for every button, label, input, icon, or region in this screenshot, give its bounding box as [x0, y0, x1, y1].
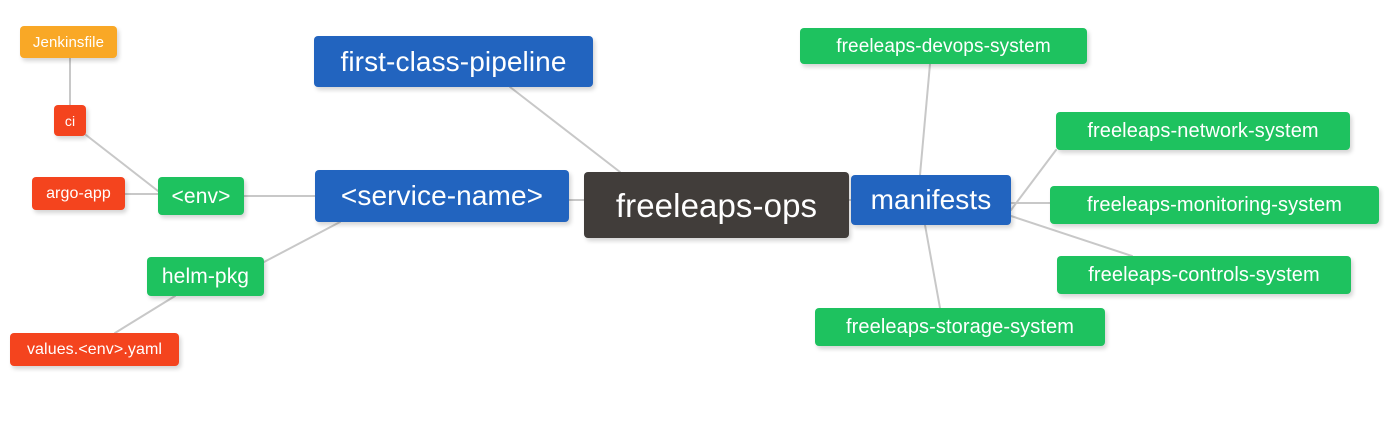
node-jenkinsfile[interactable]: Jenkinsfile	[20, 26, 117, 58]
node-label-freeleaps-ops: freeleaps-ops	[615, 186, 818, 224]
node-label-helm-pkg: helm-pkg	[161, 265, 250, 288]
node-manifests[interactable]: manifests	[851, 175, 1011, 225]
node-env[interactable]: <env>	[158, 177, 244, 215]
node-argo-app[interactable]: argo-app	[32, 177, 125, 210]
node-values-yaml[interactable]: values.<env>.yaml	[10, 333, 179, 366]
node-label-values-yaml: values.<env>.yaml	[26, 340, 163, 358]
node-freeleaps-devops-system[interactable]: freeleaps-devops-system	[800, 28, 1087, 64]
node-freeleaps-network-system[interactable]: freeleaps-network-system	[1056, 112, 1350, 150]
node-label-argo-app: argo-app	[46, 184, 111, 202]
node-service-name[interactable]: <service-name>	[315, 170, 569, 222]
node-ci[interactable]: ci	[54, 105, 86, 136]
edge-freeleaps-devops-system-to-manifests	[919, 63, 931, 176]
node-first-class-pipeline[interactable]: first-class-pipeline	[314, 36, 593, 87]
edge-first-class-pipeline-to-freeleaps-ops	[509, 86, 621, 173]
node-label-service-name: <service-name>	[340, 180, 544, 211]
edge-freeleaps-storage-system-to-manifests	[924, 224, 941, 309]
node-label-jenkinsfile: Jenkinsfile	[32, 33, 105, 51]
node-freeleaps-storage-system[interactable]: freeleaps-storage-system	[815, 308, 1105, 346]
node-label-freeleaps-network-system: freeleaps-network-system	[1087, 120, 1319, 142]
node-label-first-class-pipeline: first-class-pipeline	[340, 45, 567, 77]
node-label-freeleaps-devops-system: freeleaps-devops-system	[836, 35, 1051, 57]
edge-helm-pkg-to-service-name	[263, 221, 341, 263]
node-label-freeleaps-storage-system: freeleaps-storage-system	[845, 316, 1075, 338]
node-freeleaps-monitoring-system[interactable]: freeleaps-monitoring-system	[1050, 186, 1379, 224]
node-freeleaps-ops[interactable]: freeleaps-ops	[584, 172, 849, 238]
node-freeleaps-controls-system[interactable]: freeleaps-controls-system	[1057, 256, 1351, 294]
node-label-env: <env>	[171, 184, 231, 208]
edge-values-yaml-to-helm-pkg	[114, 295, 176, 334]
node-label-manifests: manifests	[870, 184, 992, 215]
node-label-freeleaps-controls-system: freeleaps-controls-system	[1088, 264, 1320, 286]
node-label-ci: ci	[64, 112, 76, 129]
node-label-freeleaps-monitoring-system: freeleaps-monitoring-system	[1086, 194, 1342, 216]
node-helm-pkg[interactable]: helm-pkg	[147, 257, 264, 296]
